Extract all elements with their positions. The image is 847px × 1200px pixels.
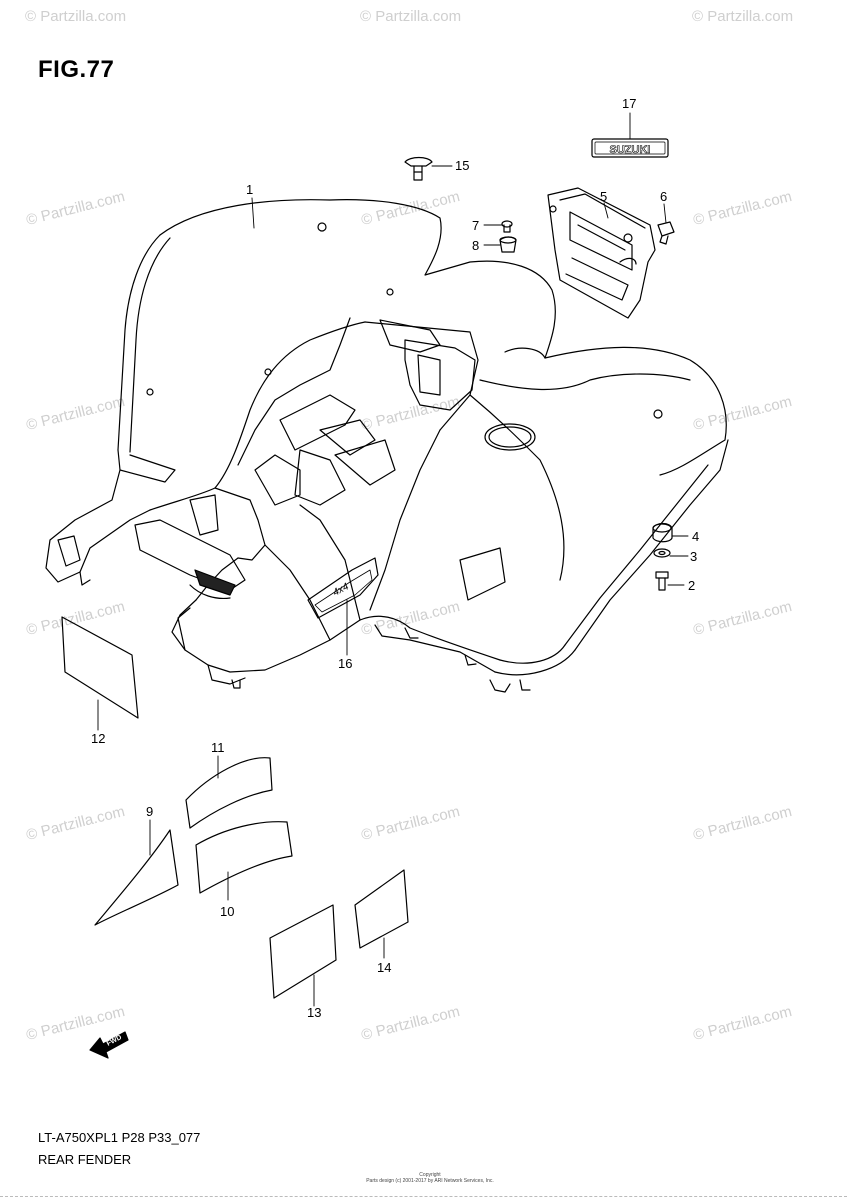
film-10 [195,821,293,894]
decal-4x4-text: 4x4 [331,581,351,598]
callout-1: 1 [246,182,254,197]
callout-13: 13 [307,1005,322,1020]
rear-fender-body [45,199,729,693]
leader-lines [97,112,689,1007]
callout-4: 4 [692,529,700,544]
reflector-13 [269,904,337,999]
callout-14: 14 [377,960,392,975]
model-code: LT-A750XPL1 P28 P33_077 [38,1130,201,1145]
page-bottom-rule [0,1196,847,1197]
callout-12: 12 [91,731,106,746]
callout-7: 7 [472,218,480,233]
callout-17: 17 [622,96,637,111]
forward-arrow-icon [89,1031,129,1059]
callout-10: 10 [220,904,235,919]
film-9 [94,829,179,926]
rear-bracket [547,187,656,319]
callout-8: 8 [472,238,480,253]
clip-fastener [657,221,675,245]
reflector-14 [354,869,409,949]
decal-4x4 [307,557,379,619]
copyright-notice: Copyright Parts design (c) 2001-2017 by … [366,1172,494,1184]
screw-and-grommet [499,220,517,253]
push-rivet [404,156,433,181]
figure-label: FIG.77 [38,56,115,83]
callout-5: 5 [600,189,608,204]
diagram-title: REAR FENDER [38,1152,132,1167]
callout-6: 6 [660,189,668,204]
callout-9: 9 [146,804,154,819]
reflector-12 [61,616,139,719]
watermark: © Partzilla.com [25,8,127,25]
callout-11: 11 [211,740,225,755]
suzuki-emblem-text: SUZUKI [610,144,651,156]
bolt-washer-cushion [652,522,673,591]
film-11 [185,757,273,829]
callout-2: 2 [688,578,696,593]
watermark: © Partzilla.com [360,8,462,25]
callout-3: 3 [690,549,698,564]
callout-15: 15 [455,158,470,173]
callout-16: 16 [338,656,353,671]
watermark: © Partzilla.com [692,8,794,25]
